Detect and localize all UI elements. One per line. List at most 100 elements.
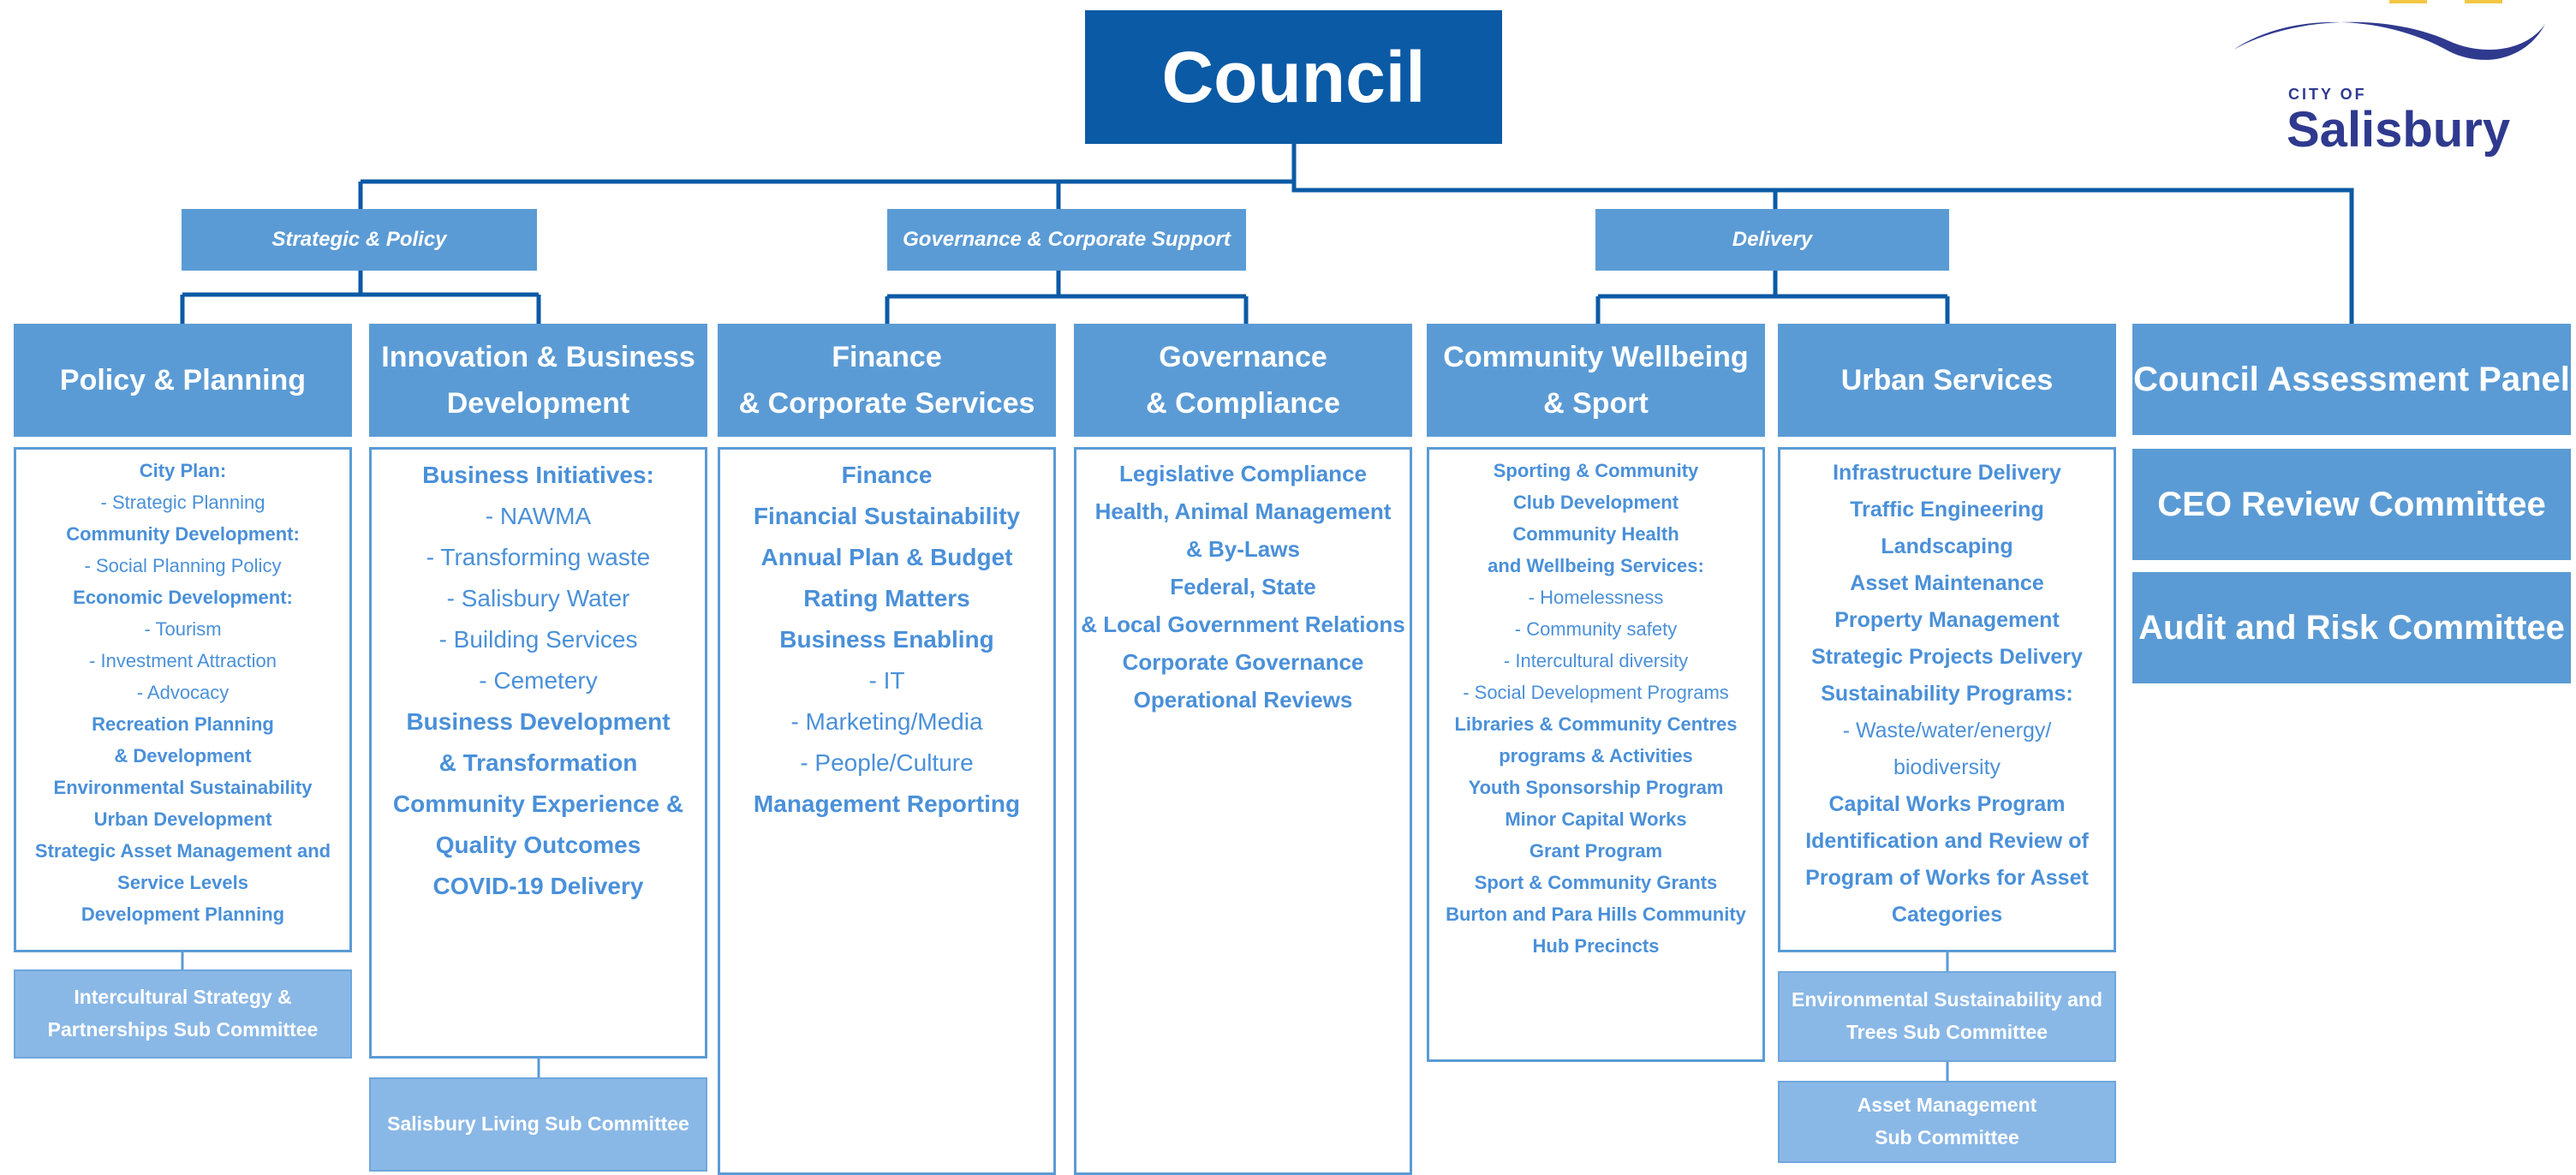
column-line-item: - Community safety (1514, 618, 1678, 640)
column-line-item: biodiversity (1893, 755, 2001, 779)
column-line-item: Asset Maintenance (1850, 571, 2044, 595)
column-line-item: - Investment Attraction (89, 650, 277, 671)
column-line-item: Grant Program (1529, 840, 1663, 862)
column-line-item: Hub Precincts (1532, 935, 1660, 957)
column-line-item: Community Development: (66, 523, 300, 545)
column-line-item: Minor Capital Works (1505, 808, 1687, 830)
sub-committee-intercultural: Intercultural Strategy & Partnerships Su… (14, 969, 352, 1059)
column-line-item: - Transforming waste (426, 544, 651, 570)
column-line-item: Environmental Sustainability (53, 777, 313, 798)
column-line-item: - Building Services (438, 626, 638, 653)
column-line-item: - Tourism (144, 618, 222, 640)
column-line-item: Quality Outcomes (435, 832, 641, 858)
column-line-item: Legislative Compliance (1119, 461, 1367, 486)
column-header: Urban Services (1778, 324, 2116, 437)
ceo-review-committee: CEO Review Committee (2132, 449, 2571, 560)
column-line-item: Traffic Engineering (1850, 498, 2044, 522)
column-line-item: programs & Activities (1499, 745, 1693, 766)
column-line-item: Sport & Community Grants (1474, 872, 1718, 893)
column-line-item: Identification and Review of (1805, 829, 2089, 853)
column-line-item: - Social Development Programs (1463, 682, 1729, 703)
column-header: Innovation & Business Development (369, 324, 707, 437)
column-line-item: Business Enabling (779, 626, 994, 653)
column-line-item: Operational Reviews (1133, 687, 1353, 713)
audit-risk-committee: Audit and Risk Committee (2132, 572, 2571, 683)
column-line-item: Economic Development: (73, 587, 293, 608)
column-line-item: - Cemetery (479, 667, 598, 694)
panel-label: Audit and Risk Committee (2138, 609, 2565, 647)
column-title: Innovation & Business Development (381, 340, 695, 420)
column-line-item: Property Management (1834, 608, 2060, 632)
column-line-item: - Intercultural diversity (1503, 650, 1689, 671)
sub-committee-label: Asset Management Sub Committee (1857, 1094, 2037, 1148)
sub-committee-label: Environmental Sustainability and Trees S… (1792, 988, 2102, 1043)
column-title: Policy & Planning (59, 363, 307, 397)
group-label: Strategic & Policy (271, 228, 447, 251)
column-body-innovation: Business Initiatives: - NAWMA - Transformi… (369, 447, 707, 1059)
column-line-item: Program of Works for Asset (1805, 866, 2089, 890)
column-line-item: Club Development (1512, 492, 1679, 513)
column-line-item: City Plan: (139, 460, 227, 481)
column-title: Urban Services (1840, 363, 2054, 397)
column-line-item: Community Experience & (392, 790, 684, 817)
column-line-item: Strategic Asset Management and (34, 840, 331, 862)
column-line-item: - People/Culture (800, 749, 974, 776)
column-line-item: Urban Development (93, 808, 272, 830)
column-line-item: - Social Planning Policy (84, 555, 282, 576)
group-governance-corporate-support: Governance & Corporate Support (887, 209, 1246, 271)
column-line-item: Development Planning (80, 904, 285, 925)
column-line-item: Categories (1891, 903, 2003, 927)
council-assessment-panel: Council Assessment Panel (2132, 324, 2571, 435)
sub-committee-asset-management: Asset Management Sub Committee (1778, 1081, 2116, 1163)
column-line-item: Sporting & Community (1493, 460, 1699, 481)
group-label: Delivery (1732, 228, 1813, 251)
column-title: Finance & Corporate Services (738, 340, 1035, 420)
column-line-item: Management Reporting (753, 790, 1021, 817)
column-title: Governance & Compliance (1146, 340, 1340, 420)
column-title: Community Wellbeing & Sport (1443, 340, 1749, 420)
sub-committee-environmental: Environmental Sustainability and Trees S… (1778, 971, 2116, 1062)
column-line-item: COVID-19 Delivery (432, 873, 644, 899)
panel-label: CEO Review Committee (2157, 486, 2546, 523)
sub-committee-label: Intercultural Strategy & Partnerships Su… (47, 986, 319, 1041)
column-line-item: & By-Laws (1186, 536, 1300, 562)
column-header: Governance & Compliance (1074, 324, 1412, 437)
column-line-item: Business Development (406, 708, 671, 735)
column-line-item: Libraries & Community Centres (1454, 713, 1738, 735)
column-header: Policy & Planning (14, 324, 352, 437)
council-box: Council (1085, 10, 1502, 144)
column-line-item: Burton and Para Hills Community (1446, 904, 1746, 925)
column-line-item: & Development (114, 745, 252, 766)
column-line-item: Service Levels (117, 872, 248, 893)
column-line-item: Recreation Planning (92, 713, 274, 735)
panel-label: Council Assessment Panel (2133, 361, 2570, 398)
column-line-item: Community Health (1512, 523, 1679, 545)
logo-city-of-text: CITY OF (2288, 86, 2367, 103)
logo-wave-icon (2233, 0, 2545, 60)
column-line-item: Federal, State (1170, 574, 1316, 599)
column-line-item: & Transformation (438, 749, 638, 776)
column-line-item: - Advocacy (136, 682, 230, 703)
group-label: Governance & Corporate Support (903, 228, 1231, 251)
sub-committee-salisbury-living: Salisbury Living Sub Committee (369, 1077, 707, 1172)
column-line-item: & Local Government Relations (1081, 611, 1405, 637)
column-line-item: Business Initiatives: (422, 462, 654, 488)
column-line-item: - Strategic Planning (100, 492, 265, 513)
column-line-item: Rating Matters (803, 585, 970, 611)
column-line-item: Infrastructure Delivery (1833, 461, 2061, 485)
council-title: Council (1161, 36, 1426, 117)
column-line-item: - Salisbury Water (446, 585, 630, 611)
column-line-item: Financial Sustainability (753, 503, 1021, 529)
column-header: Community Wellbeing & Sport (1427, 324, 1765, 437)
group-strategic-policy: Strategic & Policy (182, 209, 537, 271)
column-line-item: Capital Works Program (1828, 792, 2066, 816)
column-line-item: Finance (841, 462, 933, 488)
column-line-item: Youth Sponsorship Program (1468, 777, 1724, 798)
column-line-item: - NAWMA (485, 503, 592, 529)
